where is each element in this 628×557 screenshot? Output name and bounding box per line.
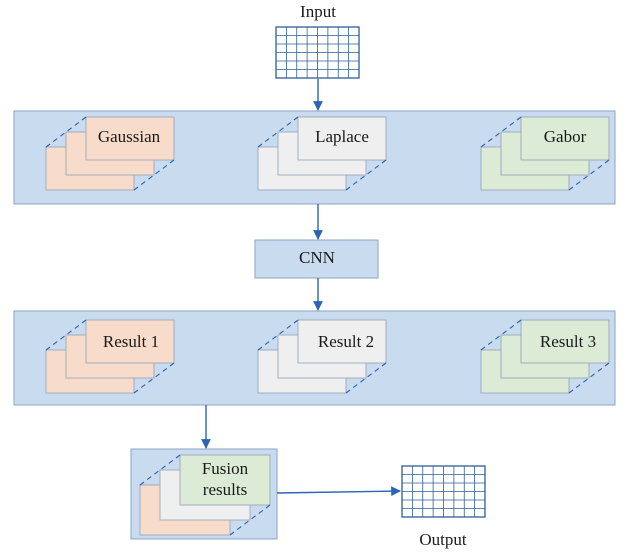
result-stack-3 [480, 319, 610, 394]
fusion-stack [139, 454, 271, 536]
result-stacks [45, 319, 610, 394]
fusion-layer-3 [179, 454, 271, 506]
result-stack-3-layer-3 [520, 319, 610, 364]
cnn-box [254, 239, 379, 279]
result-stack-2 [257, 319, 387, 394]
filter-stacks [45, 116, 610, 191]
filter-stack-1-layer-3 [85, 116, 175, 161]
filter-stack-2 [257, 116, 387, 191]
filter-stack-3-layer-3 [520, 116, 610, 161]
output-grid-icon [401, 465, 486, 518]
filter-stack-1 [45, 116, 175, 191]
arrow-fusion-to-output [276, 486, 401, 497]
result-stack-1-layer-3 [85, 319, 175, 364]
input-grid-icon [275, 26, 360, 79]
filter-stack-3 [480, 116, 610, 191]
result-stack-1 [45, 319, 175, 394]
filter-stack-2-layer-3 [297, 116, 387, 161]
result-stack-2-layer-3 [297, 319, 387, 364]
